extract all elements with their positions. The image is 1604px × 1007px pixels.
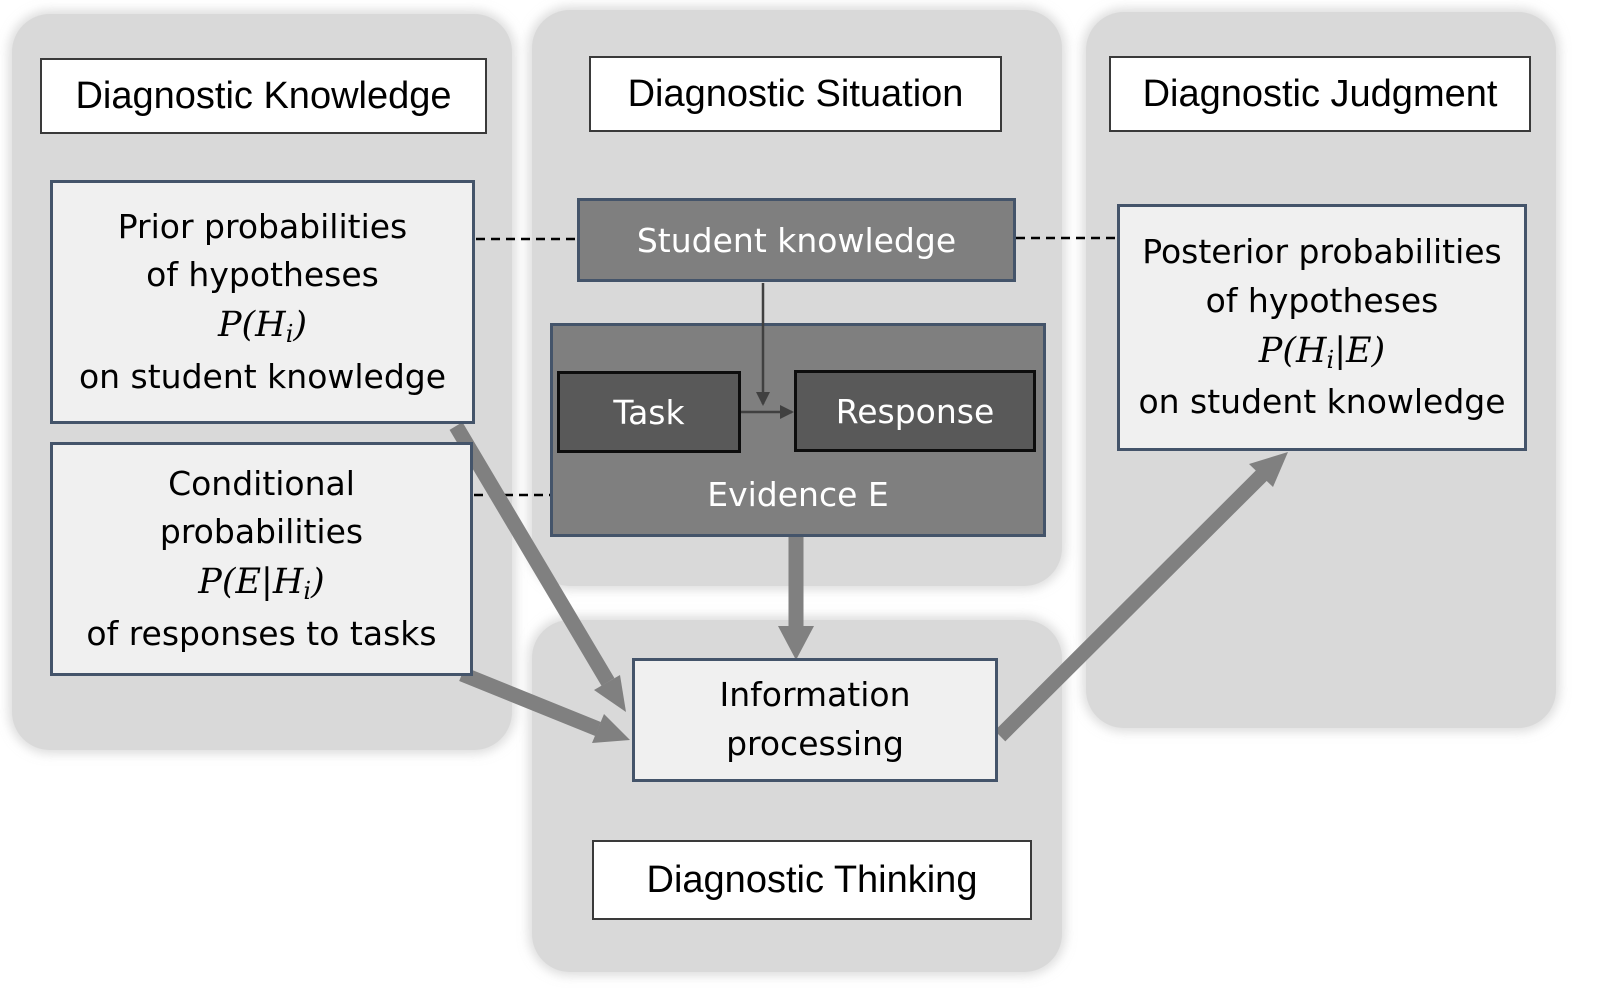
diagnostic-knowledge-label: Diagnostic Knowledge (75, 74, 452, 117)
arrow-processing-to-posterior (994, 452, 1288, 742)
prior-formula: P(Hi) (217, 305, 308, 349)
diagnostic-thinking-title: Diagnostic Thinking (592, 840, 1032, 920)
evidence-label: Evidence E (707, 475, 889, 514)
conditional-line-2: probabilities (159, 512, 364, 552)
posterior-probabilities-box: Posterior probabilities of hypotheses P(… (1117, 204, 1527, 451)
diagnostic-judgment-label: Diagnostic Judgment (1142, 72, 1498, 115)
arrow-prior-to-processing (449, 422, 626, 712)
diagnostic-situation-title: Diagnostic Situation (589, 56, 1002, 132)
student-knowledge-label: Student knowledge (636, 220, 957, 260)
task-label: Task (613, 392, 685, 432)
conditional-probabilities-box: Conditional probabilities P(E|Hi) of res… (50, 442, 473, 676)
response-box: Response (794, 370, 1036, 452)
prior-line-1: Prior probabilities (117, 206, 408, 246)
information-processing-line-2: processing (726, 724, 904, 763)
arrow-evidence-to-processing (778, 537, 814, 660)
conditional-line-4: of responses to tasks (86, 613, 437, 653)
posterior-formula: P(Hi|E) (1258, 330, 1386, 374)
student-knowledge-box: Student knowledge (577, 198, 1016, 282)
diagnostic-thinking-label: Diagnostic Thinking (646, 858, 978, 901)
arrow-conditional-to-processing (459, 667, 630, 743)
information-processing-line-1: Information (719, 675, 911, 715)
prior-line-2: of hypotheses (146, 255, 379, 295)
posterior-line-2: of hypotheses (1205, 280, 1439, 320)
diagnostic-situation-label: Diagnostic Situation (627, 72, 964, 115)
diagnostic-knowledge-title: Diagnostic Knowledge (40, 58, 487, 134)
prior-probabilities-box: Prior probabilities of hypotheses P(Hi) … (50, 180, 475, 424)
conditional-line-1: Conditional (168, 463, 355, 503)
posterior-line-1: Posterior probabilities (1142, 232, 1502, 271)
information-processing-box: Information processing (632, 658, 998, 782)
posterior-line-4: on student knowledge (1138, 382, 1506, 422)
task-box: Task (557, 371, 741, 453)
response-label: Response (835, 391, 995, 431)
conditional-formula: P(E|Hi) (198, 562, 325, 606)
prior-line-4: on student knowledge (78, 356, 447, 396)
diagnostic-judgment-title: Diagnostic Judgment (1109, 56, 1531, 132)
